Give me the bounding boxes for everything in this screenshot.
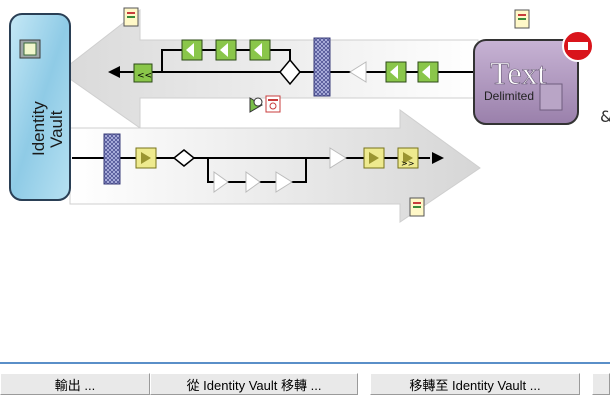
svg-text:>>: >> xyxy=(401,159,414,168)
publisher-flow-arrowhead xyxy=(432,152,444,164)
svg-text:<<: << xyxy=(137,71,152,81)
text-delimited-application[interactable]: Text Delimited xyxy=(473,39,579,125)
subscriber-schema-map-icon[interactable] xyxy=(181,39,203,61)
publisher-placeholder-4[interactable] xyxy=(329,147,347,169)
subscriber-placeholder-transform[interactable] xyxy=(349,61,367,83)
subscriber-event-transform-icon[interactable] xyxy=(249,39,271,61)
publisher-placeholder-1[interactable] xyxy=(213,171,229,193)
subscriber-decision-diamond xyxy=(279,58,301,86)
publisher-filter-barrier[interactable] xyxy=(103,133,121,185)
publisher-input-transform-icon[interactable] xyxy=(135,147,157,169)
toolbar-separator xyxy=(0,362,610,364)
subscriber-flow-arrowhead xyxy=(108,66,120,78)
vault-label-line2: Vault xyxy=(47,110,66,148)
subscriber-filter-barrier[interactable] xyxy=(313,37,331,97)
entitlements-tool-icon[interactable] xyxy=(249,97,263,113)
export-button[interactable]: 輸出 ... xyxy=(0,373,150,395)
input-policy-document-icon[interactable] xyxy=(514,9,530,29)
migrate-into-vault-button[interactable]: 移轉至 Identity Vault ... xyxy=(370,373,580,395)
publisher-schema-map-icon[interactable] xyxy=(363,147,385,169)
subscriber-input-transform-icon[interactable] xyxy=(385,61,407,83)
publisher-placeholder-3[interactable] xyxy=(275,171,293,193)
subscriber-command-transform-icon[interactable] xyxy=(215,39,237,61)
more-button[interactable] xyxy=(592,373,610,395)
configuration-page-icon[interactable] xyxy=(265,95,281,113)
publisher-placeholder-2[interactable] xyxy=(245,171,261,193)
subscriber-policy-document-icon[interactable] xyxy=(123,7,139,27)
migrate-from-vault-button[interactable]: 從 Identity Vault 移轉 ... xyxy=(150,373,358,395)
vault-label-line1: Identity xyxy=(29,101,48,156)
subscriber-matching-icon[interactable] xyxy=(417,61,439,83)
app-subtitle: Delimited xyxy=(484,89,534,103)
publisher-output-transform-icon[interactable]: >> xyxy=(397,147,419,169)
document-icon xyxy=(539,83,563,111)
driver-flow-diagram: Identity Vault << Text Delimited & xyxy=(9,7,610,223)
subscriber-output-transform-icon[interactable]: << xyxy=(133,63,153,83)
action-toolbar: 輸出 ... 從 Identity Vault 移轉 ... 移轉至 Ident… xyxy=(0,369,610,396)
identity-vault[interactable]: Identity Vault xyxy=(9,13,71,201)
publisher-channel-arrow xyxy=(69,109,481,223)
link-icon: & xyxy=(600,107,610,126)
publisher-policy-document-icon[interactable] xyxy=(409,197,425,217)
app-title: Text xyxy=(490,55,547,91)
publisher-decision-diamond xyxy=(172,149,196,167)
driver-disabled-icon[interactable] xyxy=(562,30,594,62)
